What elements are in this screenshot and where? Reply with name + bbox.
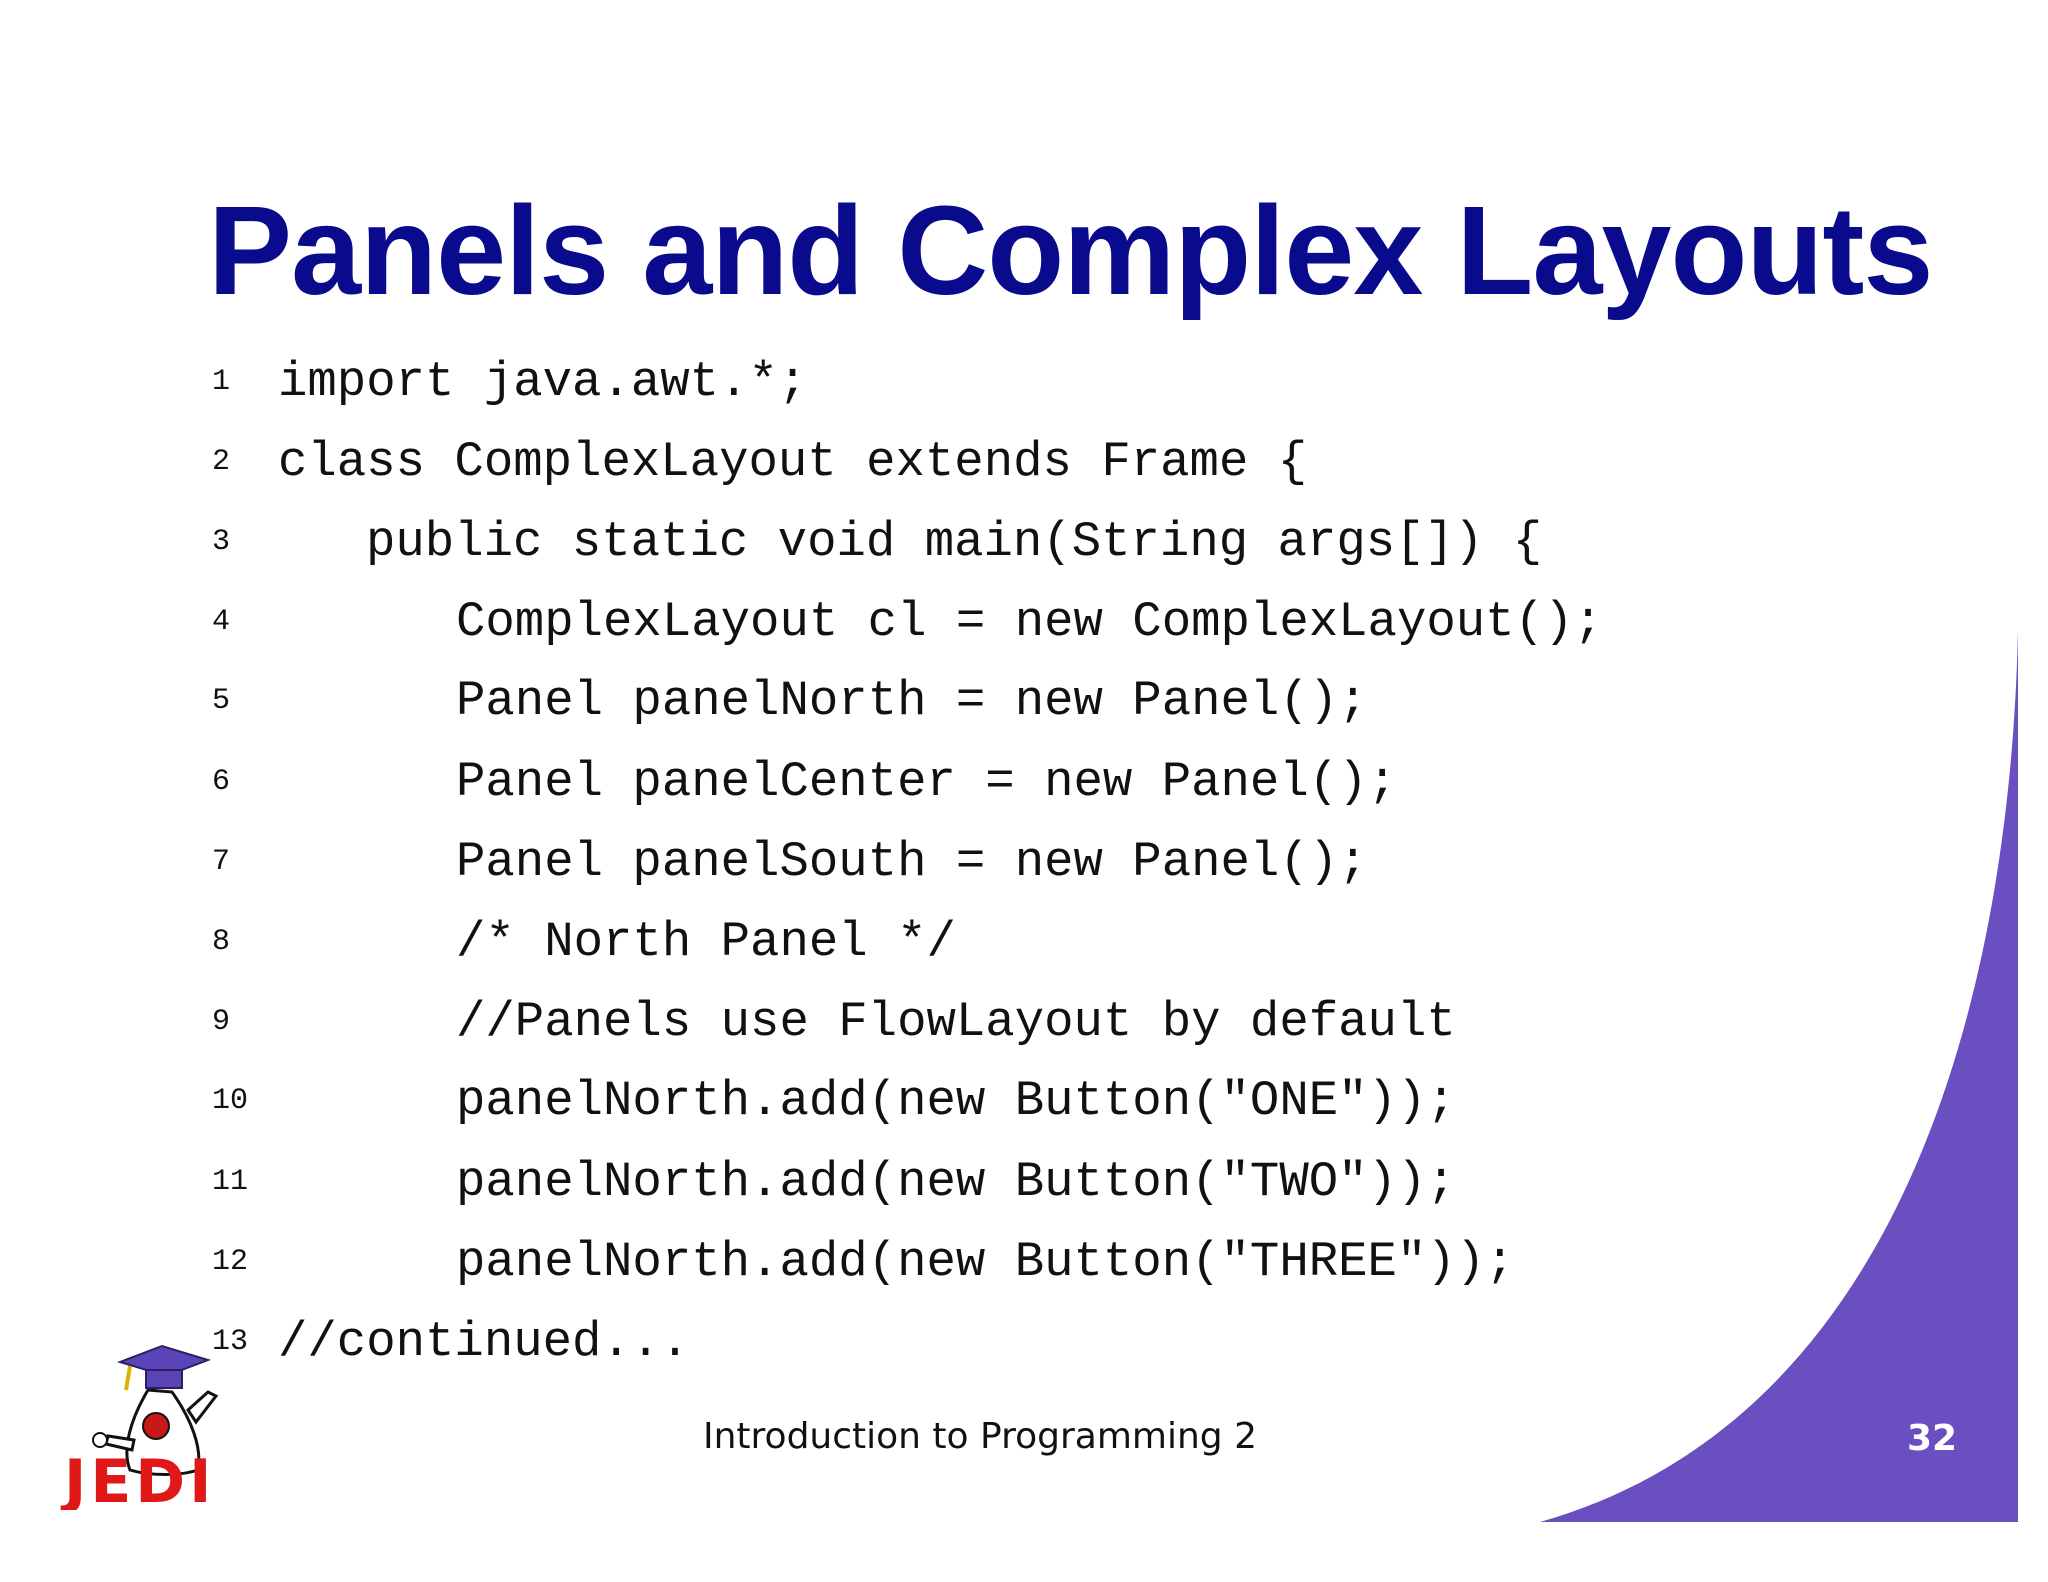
- code-text: public static void main(String args[]) {: [366, 514, 1543, 570]
- mascot-arm-right: [186, 1390, 219, 1425]
- code-line: 8 /* North Panel */: [0, 912, 1700, 972]
- line-number: 9: [212, 1005, 231, 1039]
- line-number: 4: [212, 605, 231, 639]
- code-text: class ComplexLayout extends Frame {: [278, 434, 1308, 490]
- code-text: ComplexLayout cl = new ComplexLayout();: [456, 594, 1603, 650]
- code-text: //continued...: [278, 1314, 690, 1370]
- line-number: 7: [212, 845, 231, 879]
- code-line: 4 ComplexLayout cl = new ComplexLayout()…: [0, 592, 1700, 652]
- line-number: 3: [212, 525, 231, 559]
- line-number: 2: [212, 445, 231, 479]
- line-number: 8: [212, 925, 231, 959]
- code-text: Panel panelNorth = new Panel();: [456, 673, 1368, 729]
- line-number: 12: [212, 1245, 249, 1279]
- code-line: 1 import java.awt.*;: [0, 352, 1700, 412]
- page-number: 32: [1906, 1418, 1958, 1459]
- code-line: 13 //continued...: [0, 1312, 1700, 1372]
- code-line: 7 Panel panelSouth = new Panel();: [0, 832, 1700, 892]
- code-text: import java.awt.*;: [278, 354, 808, 410]
- cap-tassel: [124, 1365, 132, 1391]
- code-text: panelNorth.add(new Button("TWO"));: [456, 1154, 1456, 1210]
- slide-title: Panels and Complex Layouts: [208, 180, 1933, 321]
- line-number: 6: [212, 765, 231, 799]
- curve-shape: [1540, 630, 2018, 1522]
- mascot-hand: [92, 1432, 108, 1448]
- line-number: 13: [212, 1325, 249, 1359]
- code-line: 11 panelNorth.add(new Button("TWO"));: [0, 1152, 1700, 1212]
- code-line: 5 Panel panelNorth = new Panel();: [0, 671, 1700, 731]
- code-text: //Panels use FlowLayout by default: [456, 994, 1456, 1050]
- line-number: 10: [212, 1084, 249, 1118]
- mascot-nose: [142, 1412, 170, 1440]
- footer-course-title: Introduction to Programming 2: [702, 1416, 1257, 1457]
- code-line: 12 panelNorth.add(new Button("THREE"));: [0, 1232, 1700, 1292]
- code-text: Panel panelSouth = new Panel();: [456, 834, 1368, 890]
- code-line: 10 panelNorth.add(new Button("ONE"));: [0, 1071, 1700, 1131]
- cap-base: [145, 1369, 183, 1389]
- code-text: /* North Panel */: [456, 914, 956, 970]
- code-line: 9 //Panels use FlowLayout by default: [0, 992, 1700, 1052]
- code-text: panelNorth.add(new Button("THREE"));: [456, 1234, 1515, 1290]
- code-text: Panel panelCenter = new Panel();: [456, 754, 1397, 810]
- code-text: panelNorth.add(new Button("ONE"));: [456, 1073, 1456, 1129]
- code-line: 6 Panel panelCenter = new Panel();: [0, 752, 1700, 812]
- jedi-logo: JEDI: [60, 1344, 219, 1510]
- line-number: 5: [212, 684, 231, 718]
- line-number: 1: [212, 365, 231, 399]
- code-line: 2 class ComplexLayout extends Frame {: [0, 432, 1700, 492]
- logo-wordmark: JEDI: [60, 1447, 215, 1510]
- code-line: 3 public static void main(String args[])…: [0, 512, 1700, 572]
- line-number: 11: [212, 1165, 249, 1199]
